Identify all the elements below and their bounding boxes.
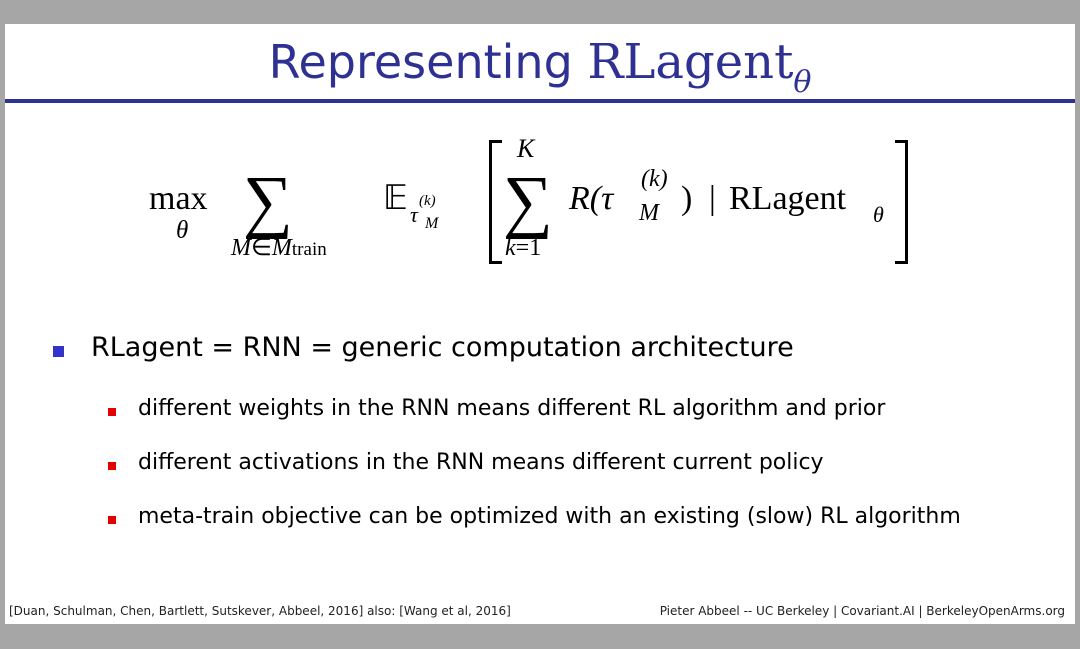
sub-bullet-weights: different weights in the RNN means diffe… bbox=[138, 396, 886, 421]
slide-title: Representing RLagentθ bbox=[5, 30, 1075, 115]
formula-eq1: =1 bbox=[515, 235, 542, 261]
formula-agent-sub: θ bbox=[873, 202, 884, 227]
formula-train: train bbox=[291, 239, 327, 260]
formula-tau-sup: (k) bbox=[419, 193, 436, 209]
slide: Representing RLagentθ max θ ∑ M∈Mtrain 𝔼… bbox=[5, 24, 1075, 624]
objective-formula: max θ ∑ M∈Mtrain 𝔼 τ (k) M K ∑ k=1 R(τ (… bbox=[5, 24, 1075, 324]
formula-left-bracket bbox=[489, 140, 502, 264]
formula-right-bracket bbox=[895, 140, 908, 264]
title-text: Representing bbox=[268, 35, 588, 89]
formula-outer-sum-range: M∈Mtrain bbox=[231, 236, 327, 260]
footer-credits: Pieter Abbeel -- UC Berkeley | Covariant… bbox=[659, 604, 1065, 618]
main-bullet-marker bbox=[53, 346, 64, 357]
formula-expectation: 𝔼 bbox=[383, 180, 408, 217]
formula-tau: τ bbox=[410, 202, 418, 227]
sub-bullet-marker bbox=[108, 516, 116, 524]
formula-agent: RLagent bbox=[729, 180, 847, 217]
sub-bullet-marker bbox=[108, 408, 116, 416]
formula-reward-text: R(τ bbox=[569, 180, 614, 217]
formula-reward-sup: (k) bbox=[641, 166, 668, 192]
formula-M: M bbox=[271, 235, 292, 261]
formula-reward: R(τ bbox=[569, 182, 613, 216]
formula-inner-sum-range: k=1 bbox=[505, 236, 541, 260]
formula-max-under: θ bbox=[176, 217, 189, 244]
formula-reward-sub: M bbox=[639, 200, 659, 226]
sub-bullet-activations: different activations in the RNN means d… bbox=[138, 450, 824, 475]
formula-tau-sub: M bbox=[425, 215, 439, 232]
formula-k: k bbox=[505, 235, 516, 261]
formula-inner-sum: ∑ bbox=[503, 163, 553, 240]
formula-reward-close: ) bbox=[681, 180, 693, 217]
formula-outer-sum: ∑ bbox=[243, 163, 293, 240]
formula-m: M bbox=[231, 235, 251, 261]
main-bullet: RLagent = RNN = generic computation arch… bbox=[91, 332, 794, 363]
formula-conditional-bar: | bbox=[709, 180, 716, 217]
formula-inner-sum-top: K bbox=[517, 134, 535, 163]
title-math: RLagent bbox=[587, 34, 794, 90]
title-subscript: θ bbox=[793, 65, 812, 100]
sub-bullet-objective: meta-train objective can be optimized wi… bbox=[138, 504, 961, 529]
footer-citation: [Duan, Schulman, Chen, Bartlett, Sutskev… bbox=[9, 604, 511, 618]
formula-in: ∈ bbox=[251, 235, 272, 261]
sub-bullet-marker bbox=[108, 462, 116, 470]
formula-max: max bbox=[149, 180, 208, 217]
title-divider bbox=[5, 99, 1075, 103]
